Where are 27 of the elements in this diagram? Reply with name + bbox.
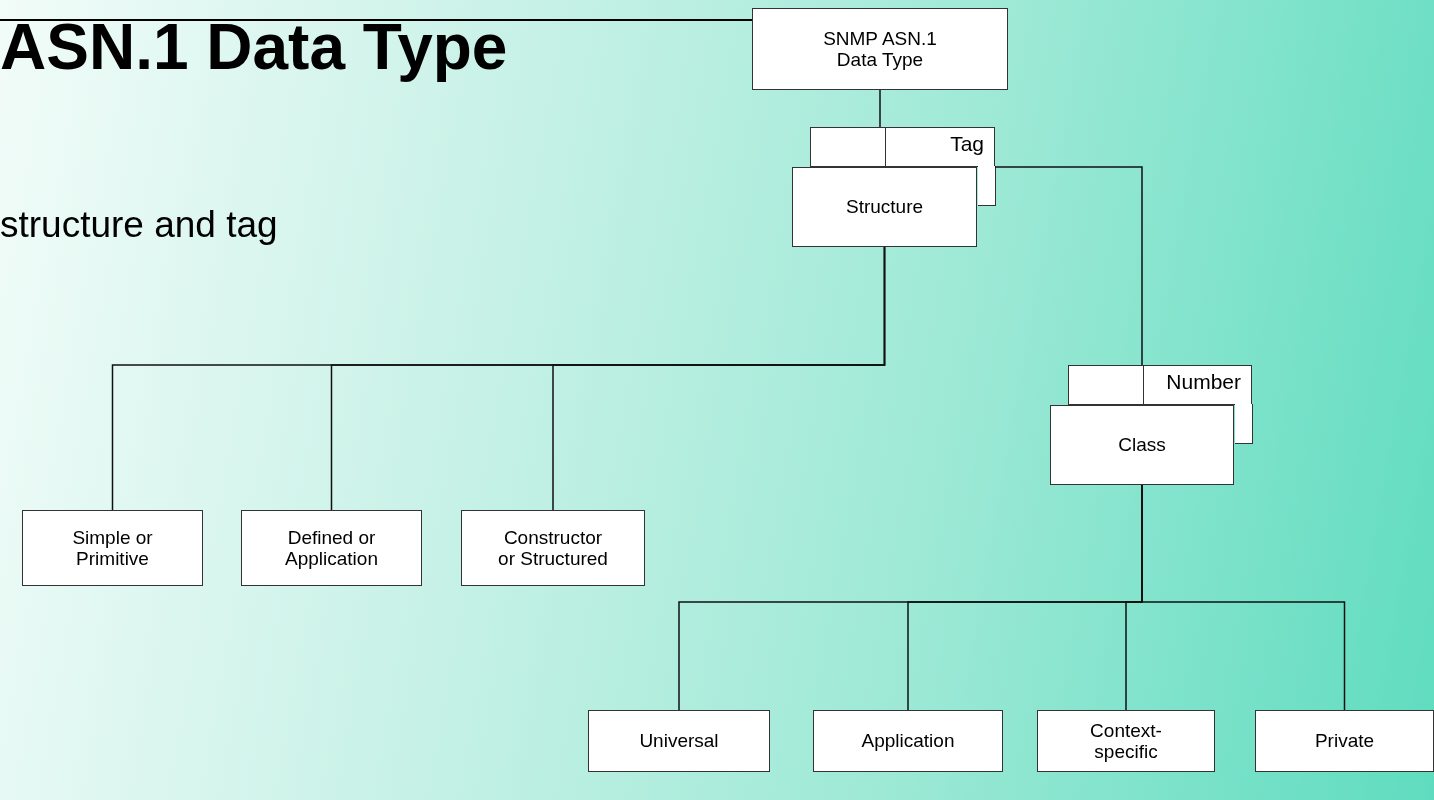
box-label: Application xyxy=(861,730,955,752)
tree-box xyxy=(792,167,977,247)
tree-box xyxy=(813,710,1003,772)
connector-line xyxy=(552,246,886,511)
tree-box xyxy=(1050,405,1234,485)
connector-line xyxy=(879,89,881,128)
box-label: Number xyxy=(1166,370,1241,394)
slide-title: ASN.1 Data Type xyxy=(0,10,508,84)
connector-line xyxy=(994,166,1143,366)
tree-box xyxy=(241,510,422,586)
box-label: SNMP ASN.1 Data Type xyxy=(822,27,938,71)
tree-box xyxy=(588,710,770,772)
subtitle-text: structure and tag xyxy=(0,204,278,246)
box-label: Universal xyxy=(639,730,719,752)
tree-box xyxy=(1037,710,1215,772)
box-label: Class xyxy=(1118,434,1166,456)
box-label: Constructor or Structured xyxy=(498,526,608,570)
box-label: Context-specific xyxy=(1089,719,1163,763)
box-label: Defined or Application xyxy=(284,526,379,570)
box-label: Structure xyxy=(845,196,924,218)
box-label: Private xyxy=(1314,730,1375,752)
box-label: Simple or Primitive xyxy=(71,526,154,570)
tree-box xyxy=(1255,710,1434,772)
tree-box xyxy=(461,510,645,586)
tree-box xyxy=(22,510,203,586)
box-label: Tag xyxy=(950,132,984,156)
tree-box xyxy=(752,8,1008,90)
